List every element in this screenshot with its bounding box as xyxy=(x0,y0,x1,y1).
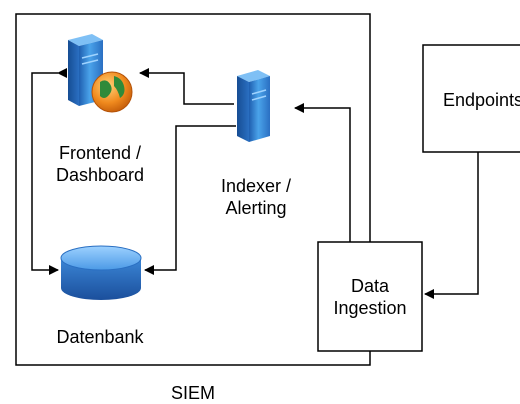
edge-indexer-to-database xyxy=(144,125,236,275)
indexer-label-line1: Indexer / xyxy=(220,176,292,196)
database-cylinder-icon xyxy=(60,245,142,300)
data-ingestion-label-line1: Data xyxy=(350,276,390,296)
frontend-label-line1: Frontend / xyxy=(58,143,142,163)
siem-label: SIEM xyxy=(170,383,215,403)
edge-ingestion-to-indexer xyxy=(294,103,351,242)
data-ingestion-box xyxy=(317,241,423,352)
endpoints-label: Endpoints xyxy=(442,90,520,110)
database-label: Datenbank xyxy=(56,327,144,347)
frontend-label: Frontend / Dashboard xyxy=(40,142,160,186)
data-ingestion-label-line2: Ingestion xyxy=(333,298,407,318)
indexer-label: Indexer / Alerting xyxy=(196,175,316,219)
edge-endpoints-to-ingestion xyxy=(424,152,479,299)
siem-boundary xyxy=(15,13,371,366)
edge-indexer-to-frontend xyxy=(139,68,234,105)
server-with-globe-icon xyxy=(68,34,133,113)
edge-frontend-database-bidirectional xyxy=(31,68,67,275)
endpoints-box xyxy=(422,44,520,153)
server-icon xyxy=(237,70,270,142)
frontend-label-line2: Dashboard xyxy=(55,165,145,185)
data-ingestion-label: Data Ingestion xyxy=(318,275,422,319)
indexer-label-line2: Alerting xyxy=(225,198,287,218)
